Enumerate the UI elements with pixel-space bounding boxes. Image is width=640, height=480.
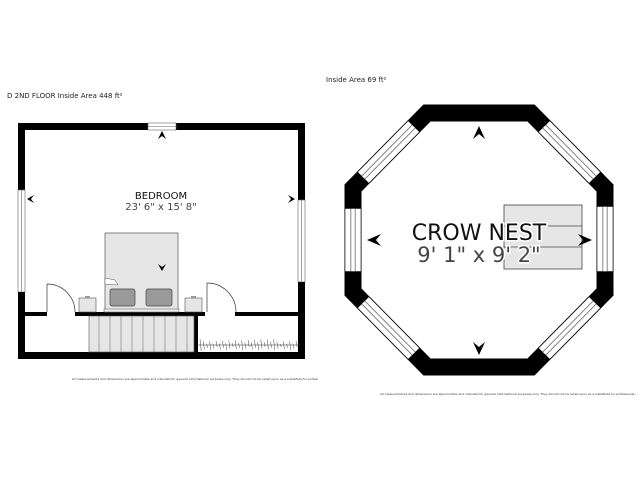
hanger <box>257 342 260 351</box>
hanger <box>289 341 292 351</box>
wall <box>18 123 148 130</box>
stairs <box>88 315 195 353</box>
interior-wall <box>235 312 300 316</box>
crow-nest-header: Inside Area 69 ft² <box>326 76 387 84</box>
door-left <box>46 283 76 313</box>
pillow <box>145 288 173 307</box>
window-top <box>147 122 177 131</box>
room-name-crow-nest: CROW NEST <box>412 221 547 246</box>
arrow-up-icon <box>473 126 485 139</box>
crow-nest-plan: CROW NEST 9' 1" x 9' 2" <box>344 104 614 376</box>
wall <box>298 123 305 200</box>
interior-wall <box>25 312 47 316</box>
arrow-left-icon <box>27 195 34 203</box>
room-dims-crow-nest: 9' 1" x 9' 2" <box>417 243 540 267</box>
hanger <box>202 341 205 350</box>
hanger <box>222 340 224 348</box>
nightstand-left <box>78 296 97 313</box>
interior-wall <box>75 312 205 316</box>
wall <box>18 123 25 190</box>
window-left <box>17 189 26 293</box>
pillow <box>109 288 136 307</box>
hanger <box>292 343 295 349</box>
arrow-right-icon <box>288 195 295 203</box>
hanger <box>244 342 247 349</box>
disclaimer-crow-nest: All measurements and dimensions are appr… <box>380 392 636 396</box>
hanger <box>241 340 244 351</box>
hanger <box>209 341 212 351</box>
disclaimer-2nd-floor: All measurements and dimensions are appr… <box>72 377 318 381</box>
nightstand-right <box>184 296 203 313</box>
hanger <box>212 343 215 349</box>
stairs-crow-nest <box>503 204 583 270</box>
hanger <box>279 343 282 348</box>
interior-wall <box>194 314 198 354</box>
arrow-left-icon <box>367 234 381 246</box>
hanger <box>199 338 202 352</box>
hanger <box>276 341 279 349</box>
wall <box>18 352 305 359</box>
arrow-down-icon <box>158 264 166 271</box>
wall <box>176 123 305 130</box>
second-floor-plan: BEDROOM 23' 6" x 15' 8" <box>17 122 306 359</box>
hanger <box>260 339 263 349</box>
hanger <box>295 340 298 348</box>
hanger <box>234 340 237 350</box>
hanger <box>266 339 269 350</box>
hanger <box>228 340 231 349</box>
hanger <box>225 343 228 351</box>
arrow-up-icon <box>158 131 166 139</box>
room-dims-bedroom: 23' 6" x 15' 8" <box>125 202 197 213</box>
hanger <box>270 341 272 348</box>
floor-2nd-header: D 2ND FLOOR Inside Area 448 ft² <box>7 92 123 100</box>
closet-hanging-rod <box>198 338 300 352</box>
hanger <box>206 343 208 348</box>
hanger <box>231 342 234 348</box>
arrow-right-icon <box>578 234 592 246</box>
hanger <box>273 339 276 351</box>
wall <box>298 282 305 359</box>
hanger <box>250 342 253 350</box>
wall <box>18 292 25 359</box>
hanger <box>215 340 218 348</box>
hanger <box>218 343 221 350</box>
hanger <box>286 343 288 348</box>
hanger <box>247 339 250 348</box>
hanger <box>254 339 256 348</box>
crow-nest-windows <box>344 120 614 360</box>
hanger <box>263 341 266 348</box>
hanger <box>282 341 285 350</box>
arrow-down-icon <box>473 342 485 355</box>
bed <box>103 232 180 313</box>
hanger <box>238 342 240 348</box>
door-right <box>206 282 237 313</box>
room-name-bedroom: BEDROOM <box>135 191 187 202</box>
window-right <box>297 199 306 283</box>
